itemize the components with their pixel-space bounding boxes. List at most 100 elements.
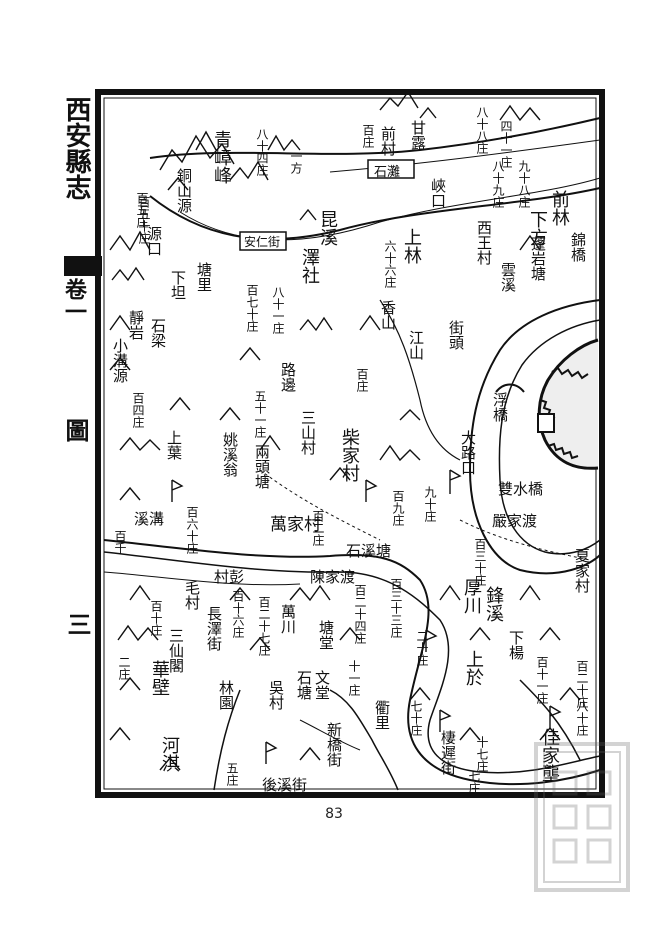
place-label: 毛村 [183,580,201,610]
south-river-bank-b [103,551,601,774]
city-bridge [495,383,525,393]
place-label: 華壁 [149,660,170,696]
zhuang-label: 八十九庄 [491,160,505,208]
river-box-label-2: 安仁街 [244,235,281,249]
city-wall [537,338,599,470]
zhuang-label: 百五十庄 [137,196,151,244]
flag-markers [171,469,562,764]
zhuang-label: 百庄 [361,124,375,148]
city-gate [537,413,555,433]
place-label: 昆溪 [317,210,338,246]
place-label: 石溪塘 [346,542,392,560]
zhuang-label: 五十一庄 [253,390,267,438]
place-label: 佳家壟 [539,728,560,782]
zhuang-label: 十一庄 [347,660,361,696]
upper-river-north2 [329,139,601,173]
zhuang-label: 百三十三庄 [389,578,403,638]
upper-river-north-bank [149,117,601,159]
library-seal-stamp [534,742,630,892]
place-label: 路邊 [279,362,297,392]
place-label: 石梁 [149,318,167,348]
place-label: 下方 [527,210,548,246]
place-label: 百五庄 [135,192,149,228]
zhuang-label: 百三十庄 [473,538,487,586]
zhuang-label: 五庄 [225,762,239,786]
place-label: 百千 [113,530,127,554]
place-label: 石塘 [295,670,313,700]
place-label: 青嶂峰 [211,130,232,184]
place-label: 雙水橋 [498,480,544,498]
zhuang-label: 四十一庄 [499,120,513,168]
place-label: 銅山源 [175,168,193,213]
creek-south-1 [329,689,399,791]
east-river-bank-a [468,299,601,575]
south-river-bank-a [103,539,601,786]
place-label: 澤社 [299,248,320,284]
zhuang-label: 百九庄 [391,490,405,526]
place-label: 吳村 [267,680,285,710]
zhuang-label: 七十庄 [409,700,423,736]
creek-west [213,689,241,791]
margin-title: 西安縣志 [61,96,91,200]
place-label: 三山村 [299,410,317,455]
place-label: 上林 [401,228,422,264]
zhuang-label: 百二十七庄 [257,596,271,656]
zhuang-label: 八十一庄 [271,286,285,334]
south-river-path [103,571,301,586]
map-frame [95,89,605,798]
place-label: 村彭 [214,568,245,586]
place-label: 前林 [549,190,570,226]
place-label: 大路口 [459,430,477,475]
zhuang-label: 百二十庄 [575,660,589,708]
place-label: 鋒溪 [483,586,504,622]
place-label: 溪溝 [134,510,165,528]
place-label: 塘里 [195,262,213,292]
mountains [109,90,581,771]
place-label: 棲遲街 [439,730,457,775]
place-label: 林園 [217,680,235,710]
place-label: 陳家渡 [310,568,356,586]
river-box-label-1: 石灘 [374,165,401,180]
margin-leaf: 三 [63,612,92,636]
place-label: 甘露 [409,120,427,150]
place-label: 香山 [379,300,397,330]
place-label: 塘堂 [317,620,335,650]
page-number: 83 [325,806,343,822]
margin-section: 圖 [61,418,90,442]
gutter-black-tab [64,256,102,276]
place-label: 源口 [145,226,163,256]
river-box-2 [239,231,287,251]
place-label: 柴家村 [339,428,360,482]
zhuang-label: 十七庄 [475,736,489,772]
zhuang-label: 百十庄 [149,600,163,636]
place-label: 錦橋 [569,232,587,262]
place-label: 上於 [463,650,484,686]
zhuang-label: 百四庄 [131,392,145,428]
place-label: 文堂 [313,670,331,700]
zhuang-label: 百十六庄 [231,590,245,638]
place-label: 雲溪 [499,262,517,292]
place-label: 兩頭塘 [253,444,271,489]
place-label: 萬家村 [270,515,321,535]
place-label: 河淇 [159,736,180,772]
place-label: 厚川 [461,578,482,614]
place-label: 蓬岩塘 [529,236,547,281]
zhuang-label: 八十八庄 [475,106,489,154]
place-label: 後溪街 [262,776,308,794]
place-label: 峽口 [429,178,447,208]
place-label: 嚴家渡 [492,512,538,530]
zhuang-label: 八十庄 [575,700,589,736]
zhuang-label: 二十庄 [415,630,429,666]
upper-river-south-bank [149,187,601,240]
place-label: 夏家村 [573,548,591,593]
place-label: 姚溪翁 [221,432,239,477]
inner-stream [379,299,461,461]
zhuang-label: 百庄 [355,368,369,392]
margin-chapter: 卷一 [61,278,87,322]
place-label: 前村 [379,126,397,156]
place-label: 江山 [407,330,425,360]
zhuang-label: 百十一庄 [535,656,549,704]
place-label: 萬川 [279,604,297,634]
